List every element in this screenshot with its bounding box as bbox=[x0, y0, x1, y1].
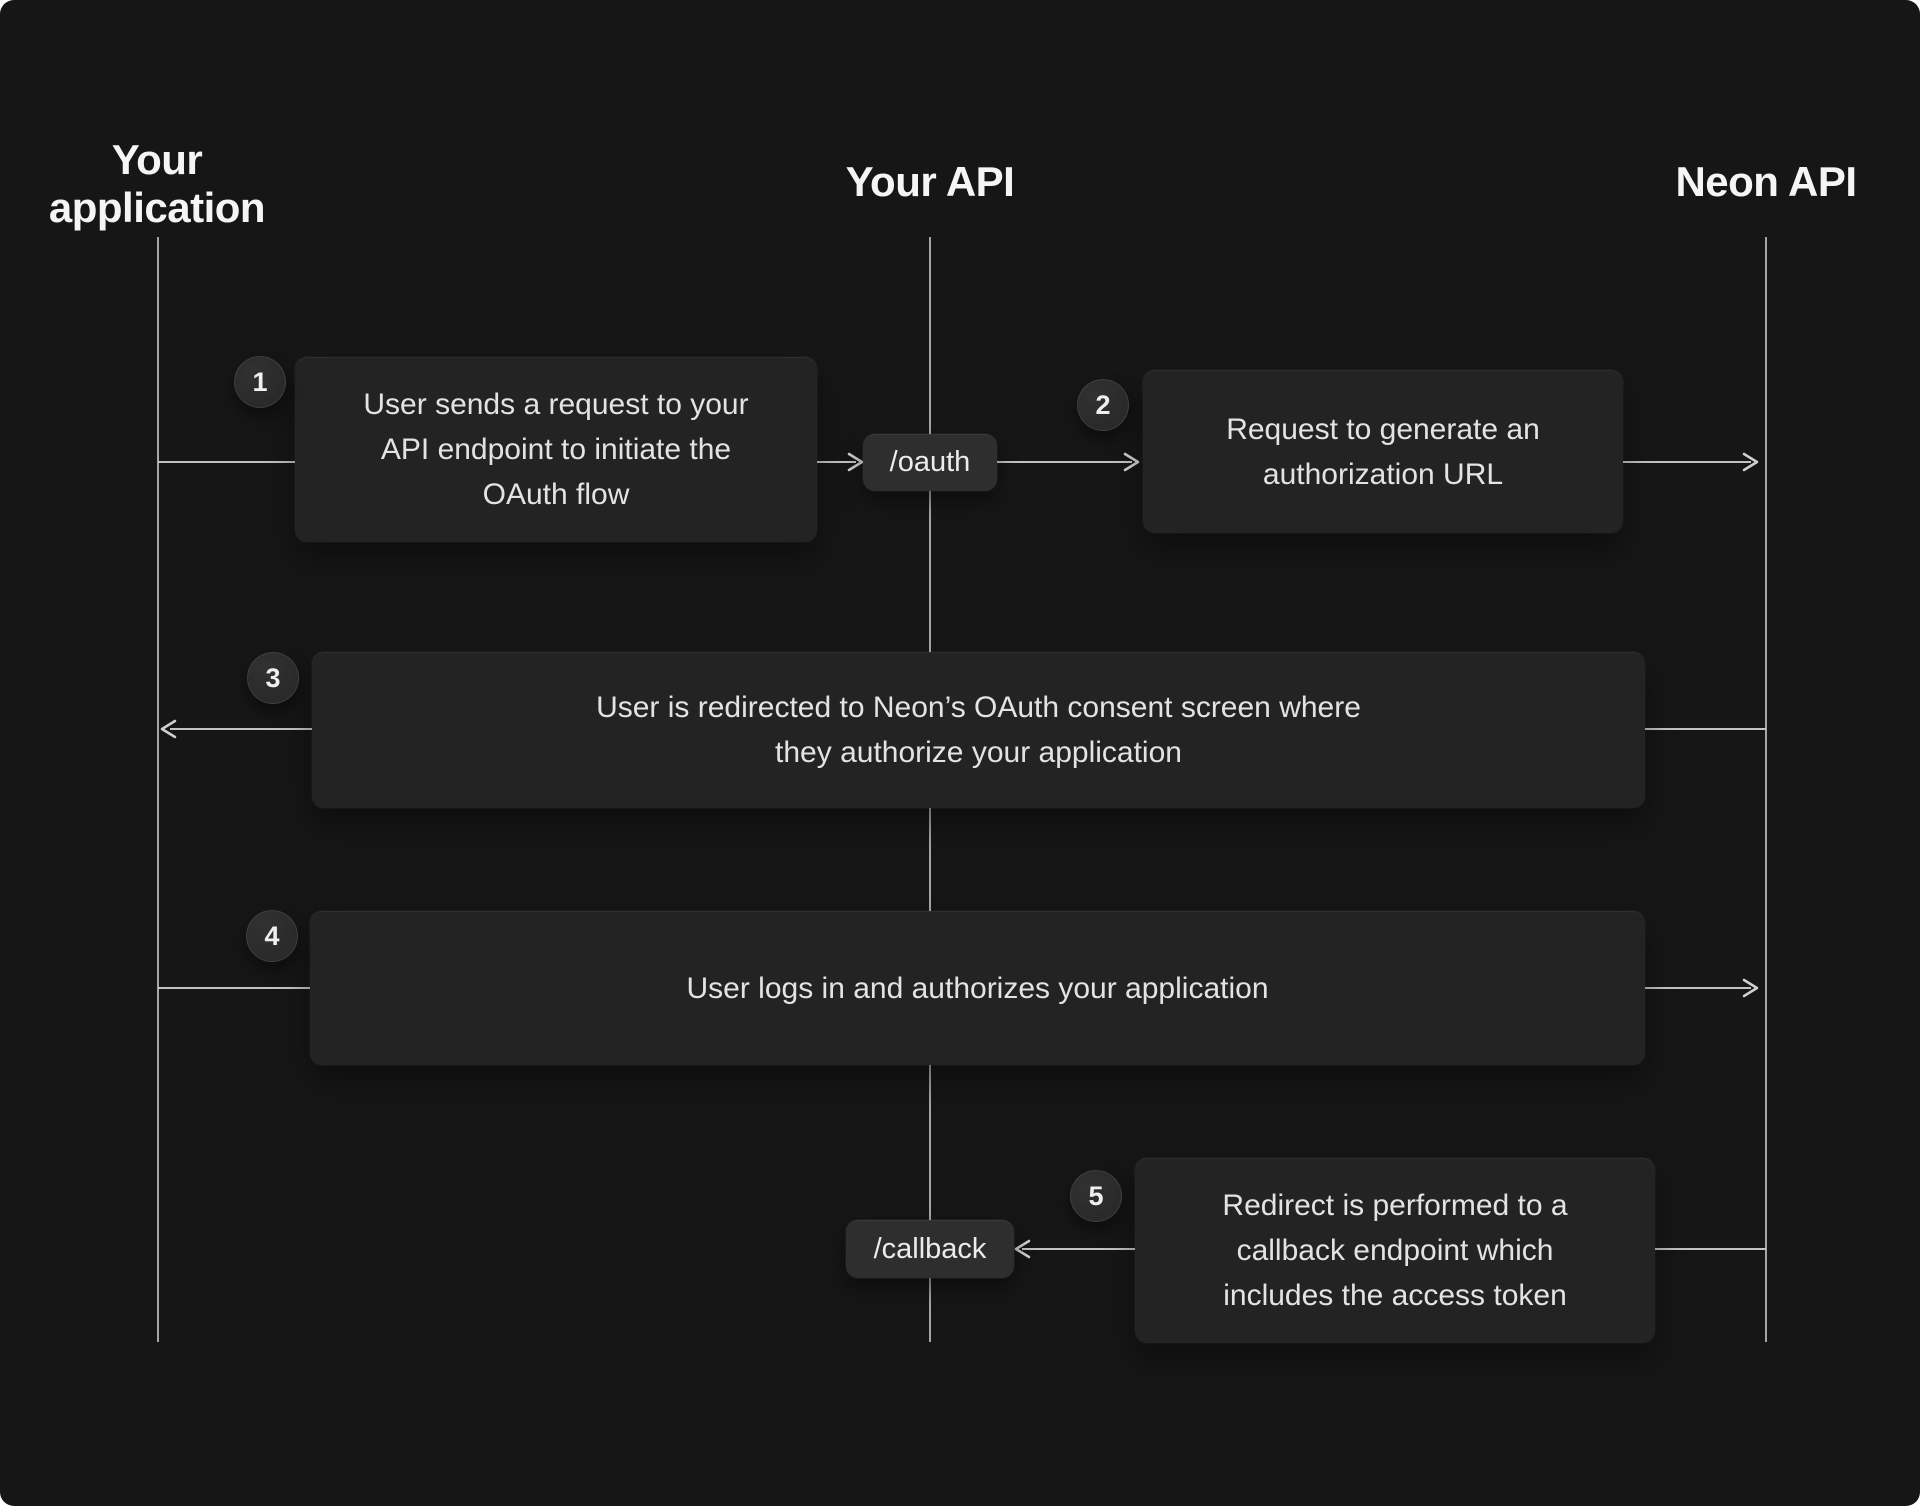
step-1-text-line: OAuth flow bbox=[482, 478, 630, 511]
step-2-badge: 2 bbox=[1077, 379, 1129, 431]
step-2-box: Request to generate an authorization URL bbox=[1143, 370, 1623, 533]
step-5-text-line: Redirect is performed to a bbox=[1222, 1189, 1568, 1222]
step-2-arrowhead-right-icon bbox=[1742, 452, 1759, 472]
step-3-arrowhead-left-icon bbox=[160, 719, 177, 739]
step-5-text-line: includes the access token bbox=[1223, 1279, 1567, 1312]
step-1-badge: 1 bbox=[234, 356, 286, 408]
step-1-text-line: API endpoint to initiate the bbox=[380, 433, 732, 466]
step-3-text-line: they authorize your application bbox=[775, 736, 1182, 769]
step-1-text-line: User sends a request to your bbox=[363, 388, 749, 421]
step-4-badge: 4 bbox=[246, 910, 298, 962]
step-1-box: User sends a request to your API endpoin… bbox=[295, 357, 817, 542]
step-2-arrowhead-mid-icon bbox=[1123, 452, 1140, 472]
step-5-badge: 5 bbox=[1070, 1170, 1122, 1222]
step-3-box: User is redirected to Neon’s OAuth conse… bbox=[312, 652, 1645, 808]
step-4-box: User logs in and authorizes your applica… bbox=[310, 911, 1645, 1065]
step-5-text-line: callback endpoint which bbox=[1236, 1234, 1554, 1267]
actor-label-neon-api: Neon API bbox=[1675, 158, 1857, 205]
actor-label-your-application: Your application bbox=[48, 136, 266, 231]
step-1-arrowhead-right-icon bbox=[847, 452, 864, 472]
step-4-arrowhead-right-icon bbox=[1742, 978, 1759, 998]
step-2-text-line: Request to generate an bbox=[1226, 412, 1540, 446]
step-3-text-line: User is redirected to Neon’s OAuth conse… bbox=[596, 691, 1361, 724]
step-2-text-line: authorization URL bbox=[1262, 457, 1504, 491]
step-5-box: Redirect is performed to a callback endp… bbox=[1135, 1158, 1655, 1343]
step-4-text-line: User logs in and authorizes your applica… bbox=[686, 971, 1269, 1005]
callback-endpoint-chip: /callback bbox=[846, 1220, 1014, 1278]
step-5-arrowhead-left-icon bbox=[1014, 1239, 1031, 1259]
oauth-endpoint-chip: /oauth bbox=[863, 434, 997, 491]
actor-label-your-api: Your API bbox=[845, 158, 1015, 205]
step-3-badge: 3 bbox=[247, 652, 299, 704]
